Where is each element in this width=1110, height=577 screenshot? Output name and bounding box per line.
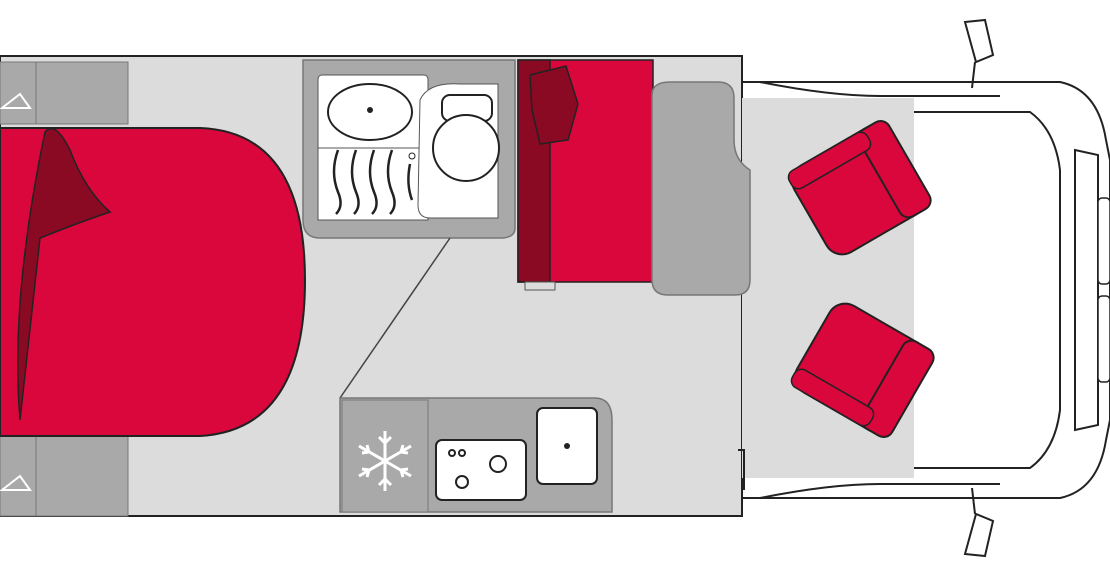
bed-sheet-fold: [17, 127, 112, 421]
side-door-marker: [738, 449, 745, 490]
shower-icon: [332, 149, 414, 215]
washroom: [302, 59, 516, 239]
island-bed: [0, 127, 307, 437]
grille-vent-icon: [1097, 197, 1110, 383]
rear-wardrobe-bottom: [0, 433, 129, 517]
cab-seat-left: [787, 120, 932, 256]
rear-wardrobe-top: [0, 61, 129, 125]
hanger-icon: [0, 92, 32, 109]
dinette-bench: [517, 59, 654, 291]
toilet-icon: [432, 94, 500, 182]
partition-wall: [339, 237, 451, 399]
cab-seat-right: [790, 302, 935, 438]
kitchen-unit: [339, 397, 613, 513]
cushion-icon: [529, 65, 579, 145]
mirror-left-icon: [963, 18, 995, 89]
snowflake-icon: [358, 431, 412, 491]
hob-icon: [435, 439, 527, 501]
mirror-right-icon: [963, 487, 995, 558]
dinette-table: [651, 81, 751, 296]
hanger-icon: [0, 474, 32, 491]
cushion-icon: [524, 281, 556, 291]
